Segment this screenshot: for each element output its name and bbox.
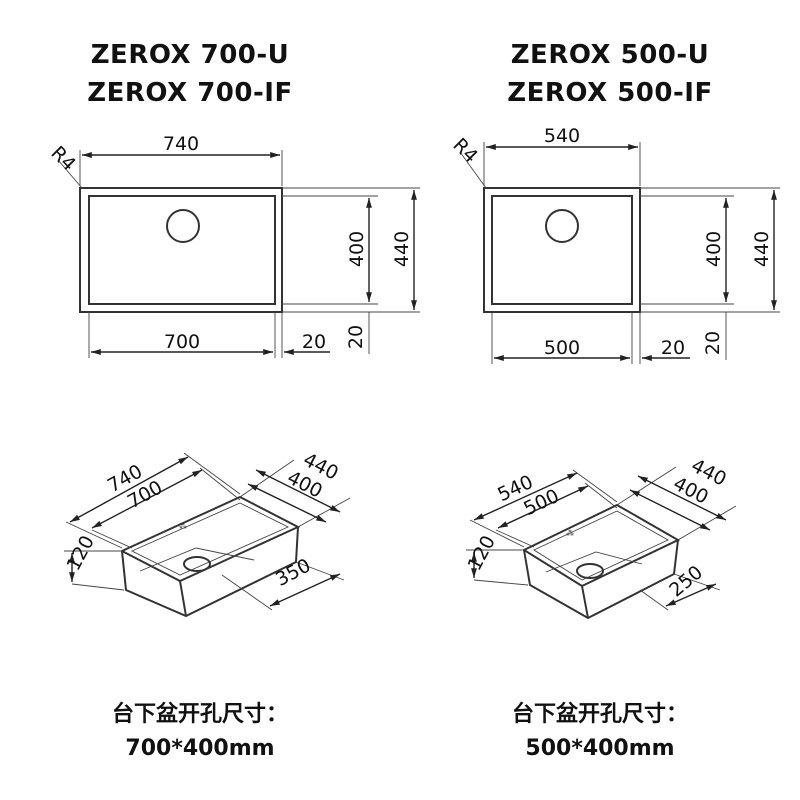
dim-drain-offset: 350 [272,554,314,590]
model-title-700: ZEROX 700-U ZEROX 700-IF [40,36,340,112]
iso-view-700: ⁂ 740 700 440 400 120 350 [62,449,351,618]
model-name-500-if: ZEROX 500-IF [507,78,713,108]
cutout-caption-500: 台下盆开孔尺寸： 500*400mm [430,698,770,766]
cutout-label: 台下盆开孔尺寸： [511,702,688,727]
model-name-700-u: ZEROX 700-U [90,40,290,70]
drain-hole-icon [166,209,200,243]
dim-inner-width: 500 [544,337,580,359]
cutout-label: 台下盆开孔尺寸： [111,702,288,727]
logo-mark-icon: ⁂ [179,521,187,531]
dim-outer-height: 440 [751,231,773,267]
dim-margin-bottom: 20 [345,325,367,349]
cutout-caption-700: 台下盆开孔尺寸： 700*400mm [30,698,370,766]
model-name-500-u: ZEROX 500-U [510,40,710,70]
model-title-500: ZEROX 500-U ZEROX 500-IF [460,36,760,112]
dim-outer-height: 440 [391,231,413,267]
plan-view-500: 540 R4 400 440 20 500 20 [449,125,780,364]
dim-height: 120 [463,532,499,574]
dim-drain-offset: 250 [665,561,707,601]
sink-rim [119,495,301,583]
dim-radius: R4 [47,142,80,175]
dim-outer-width: 740 [163,133,199,155]
dim-margin-right: 20 [661,337,685,359]
dim-outer-width: 540 [544,125,580,147]
cutout-size: 700*400mm [125,736,275,761]
dim-inner-height: 400 [703,231,725,267]
sink-inner-outline [88,195,276,305]
dim-radius: R4 [449,134,482,167]
sink-inner-outline [491,195,633,305]
plan-view-700: 740 R4 400 440 20 700 20 [47,133,420,358]
model-name-700-if: ZEROX 700-IF [87,78,293,108]
drain-hole-icon [545,209,579,243]
dim-height: 120 [62,532,98,574]
drain-icon [576,563,604,579]
drain-icon [183,556,211,572]
sink-outer-outline [483,187,641,313]
cutout-size: 500*400mm [525,736,675,761]
iso-view-500: ⁂ 540 500 440 400 120 250 [463,455,737,620]
dim-margin-bottom: 20 [702,331,724,355]
dim-inner-width: 700 [164,331,200,353]
dim-inner-height: 400 [346,231,368,267]
sink-outer-outline [79,187,283,313]
logo-mark-icon: ⁂ [566,528,574,538]
dim-margin-right: 20 [302,331,326,353]
